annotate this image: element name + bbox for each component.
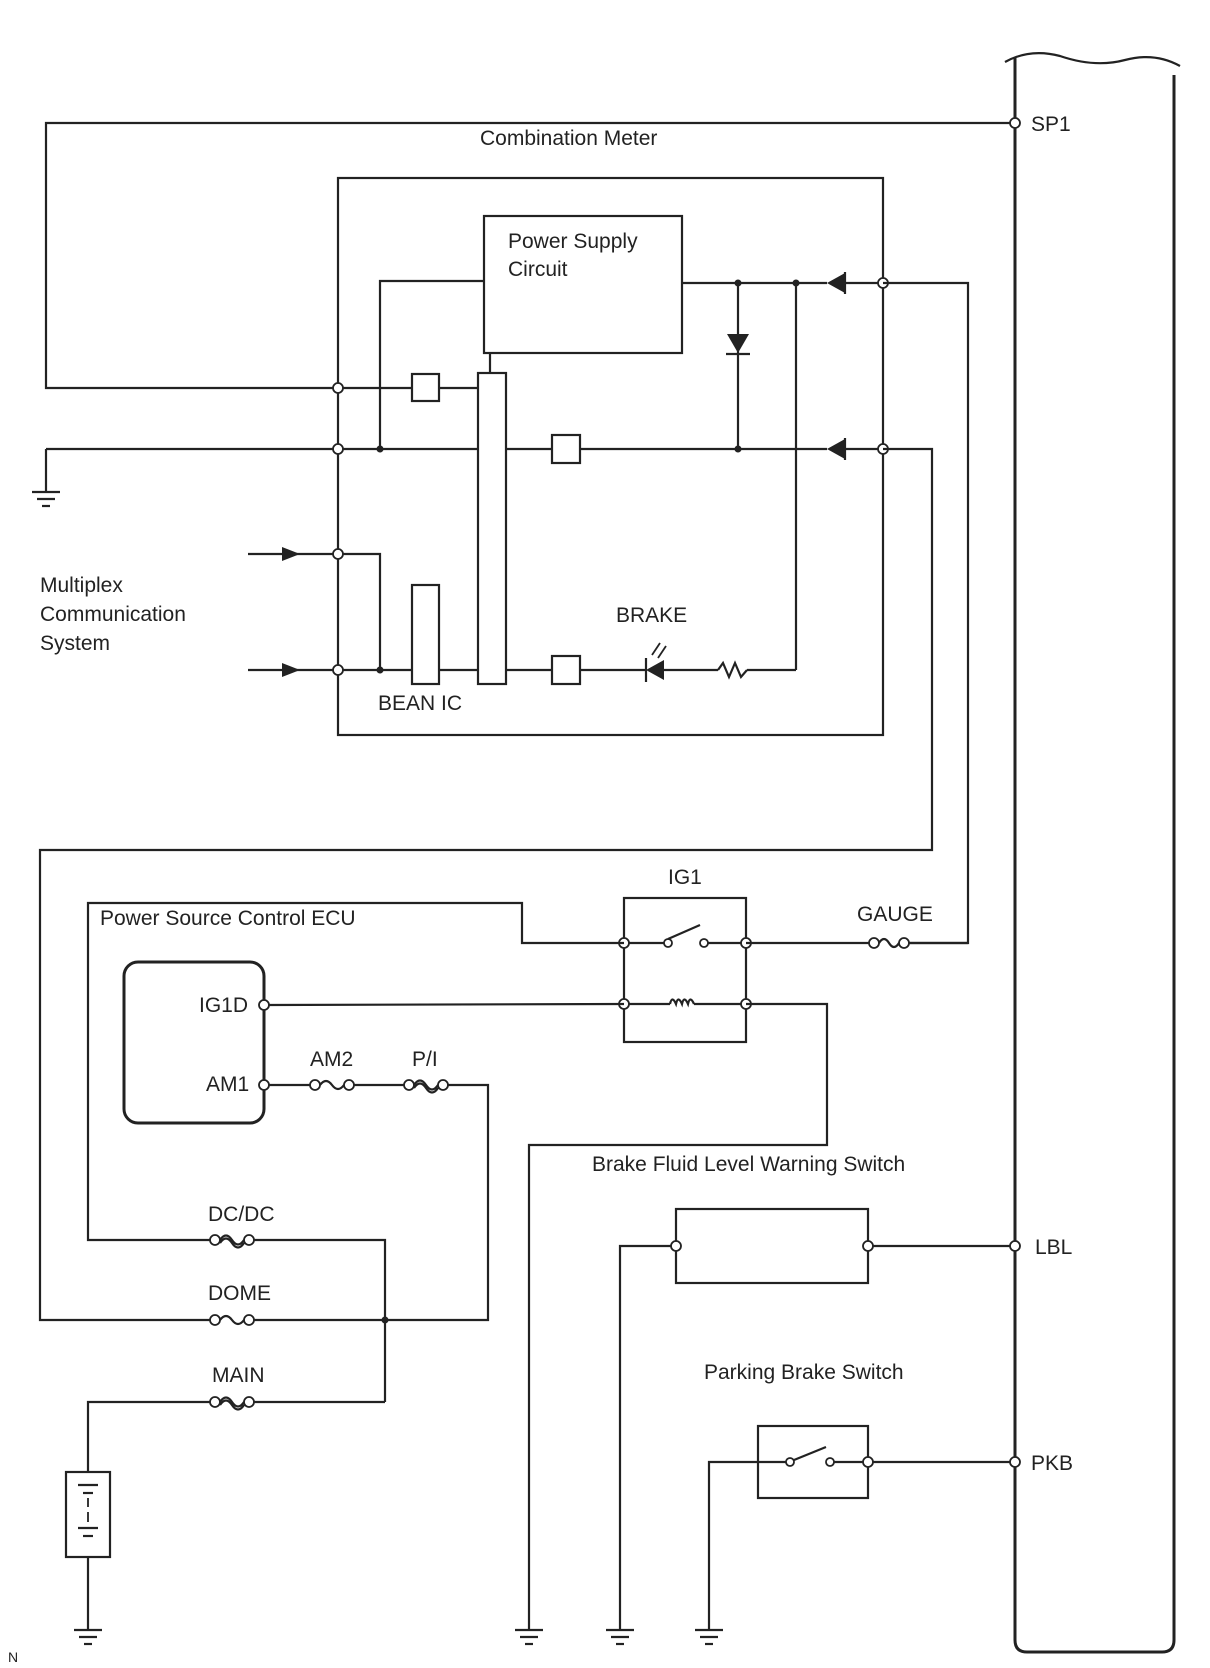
multiplex-label-3: System <box>40 632 110 655</box>
parking-brake-ground-wire <box>707 1460 758 1630</box>
bean-ic-label: BEAN IC <box>378 692 462 715</box>
ig1d-wire <box>268 1002 625 1007</box>
pkb-label: PKB <box>1031 1452 1073 1475</box>
ground-symbol-3 <box>695 1628 723 1646</box>
combination-meter-box <box>336 176 885 737</box>
ig1-relay-box <box>622 896 748 1044</box>
relay-switch-icon <box>667 923 701 941</box>
dcdc-label: DC/DC <box>208 1203 275 1226</box>
dcdc-fuse <box>209 1234 387 1402</box>
ground-symbol-2 <box>606 1628 634 1646</box>
resistor-icon <box>717 660 748 680</box>
brake-fluid-switch-label: Brake Fluid Level Warning Switch <box>592 1153 905 1176</box>
am1-wire <box>269 1079 490 1322</box>
power-supply-label-2: Circuit <box>508 258 568 281</box>
dome-fuse <box>209 1314 385 1326</box>
multiplex-label-2: Communication <box>40 603 186 626</box>
ecu-boundary <box>86 901 624 1242</box>
dome-label: DOME <box>208 1282 271 1305</box>
gauge-wire <box>883 281 970 945</box>
am2-label: AM2 <box>310 1048 353 1071</box>
ig1d-label: IG1D <box>199 994 248 1017</box>
sp1-label: SP1 <box>1031 113 1071 136</box>
multiplex-inputs <box>248 547 478 677</box>
ig1-label: IG1 <box>668 866 702 889</box>
power-supply-circuit-box <box>482 214 684 355</box>
corner-mark: N <box>8 1649 18 1665</box>
sp1-interface-box <box>410 372 441 403</box>
pi-label: P/I <box>412 1048 438 1071</box>
battery-icon <box>64 1470 112 1646</box>
bean-ic-box <box>410 583 441 686</box>
brake-label: BRAKE <box>616 604 687 627</box>
relay-coil-icon <box>668 998 696 1008</box>
ecu-box <box>122 960 266 1125</box>
main-fuse <box>86 1396 385 1472</box>
brake-indicator-circuit <box>506 642 796 686</box>
brake-led-icon <box>646 660 664 680</box>
brake-fluid-switch-box <box>674 1207 870 1285</box>
parking-brake-switch-label: Parking Brake Switch <box>704 1361 904 1384</box>
gauge-feed-circuit <box>378 272 883 670</box>
brake-interface-box <box>550 654 582 686</box>
brake-fluid-ground-wire <box>618 1244 671 1630</box>
connector-harness <box>1004 51 1181 1654</box>
gauge-label: GAUGE <box>857 903 933 926</box>
power-source-ecu-label: Power Source Control ECU <box>100 907 356 930</box>
multiplex-label-1: Multiplex <box>40 574 123 597</box>
ground-circuit <box>32 433 883 508</box>
gauge-fuse <box>746 937 968 949</box>
power-supply-label-1: Power Supply <box>508 230 638 253</box>
ground-symbol-1 <box>515 1628 543 1646</box>
lbl-label: LBL <box>1035 1236 1072 1259</box>
ic-bus-bar <box>476 371 508 686</box>
sp1-circuit <box>44 121 1012 403</box>
am1-label: AM1 <box>206 1073 249 1096</box>
coil-ground-wire <box>527 1002 829 1630</box>
gauge-interface-box <box>550 433 582 465</box>
dome-wire <box>38 447 934 1322</box>
main-label: MAIN <box>212 1364 265 1387</box>
parking-brake-switch-icon <box>793 1445 827 1462</box>
combination-meter-label: Combination Meter <box>480 127 657 150</box>
